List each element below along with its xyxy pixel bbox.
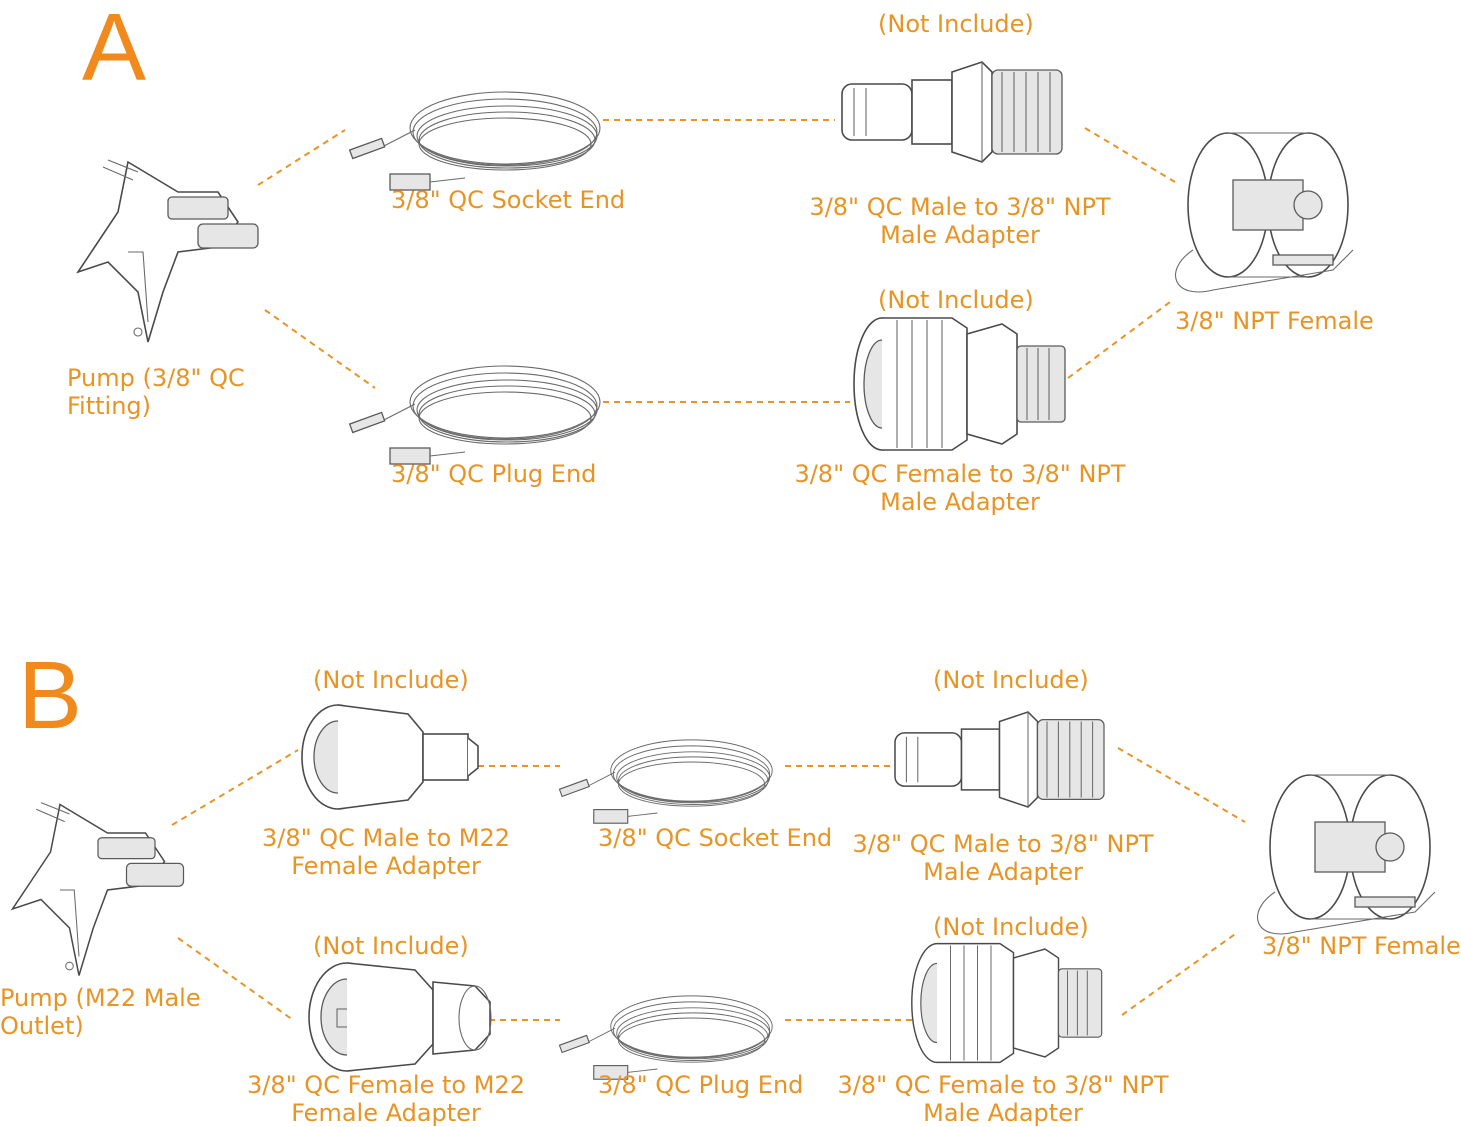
pump-b-illustration [11,801,185,977]
reel-b-illustration [1256,774,1436,935]
female-adapter-b-label: 3/8" QC Female to 3/8" NPT Male Adapter [833,1071,1173,1127]
pump-b-label-line1: Pump (M22 Male [0,984,201,1012]
male-adapter-a-label: 3/8" QC Male to 3/8" NPT Male Adapter [785,193,1135,249]
m22-female-adapter-label-line2: Female Adapter [291,1099,481,1127]
male-adapter-a-illustration [841,61,1063,163]
connector-a-pump-to-plug-hose [264,309,376,389]
connector-a-female-adapter-to-reel [1067,301,1171,379]
socket-hose-a-illustration [349,91,601,191]
connector-a-pump-to-socket-hose [257,129,346,186]
connector-b-pump-to-m22-female [177,937,294,1021]
female-adapter-a-label-line1: 3/8" QC Female to 3/8" NPT [794,460,1126,488]
pump-a-label-line2: Fitting) [67,392,152,420]
pump-a-label-line1: Pump (3/8" QC [67,364,245,392]
m22-male-adapter-label: 3/8" QC Male to M22 Female Adapter [248,824,524,880]
male-adapter-a-label-line2: Male Adapter [880,221,1040,249]
pump-a-label: Pump (3/8" QC Fitting) [67,364,245,420]
male-adapter-b-label-line1: 3/8" QC Male to 3/8" NPT [852,830,1154,858]
section-a-letter: A [82,0,147,101]
socket-hose-a-label: 3/8" QC Socket End [391,186,626,214]
connector-a-male-adapter-to-reel [1084,127,1176,183]
male-adapter-b-label: 3/8" QC Male to 3/8" NPT Male Adapter [846,830,1160,886]
pump-b-label: Pump (M22 Male Outlet) [0,984,201,1040]
m22-male-adapter-label-line1: 3/8" QC Male to M22 [261,824,510,852]
male-adapter-b-label-line2: Male Adapter [923,858,1083,886]
female-adapter-b-illustration [911,942,1103,1064]
plug-hose-a-illustration [349,365,601,465]
m22-female-adapter-label: 3/8" QC Female to M22 Female Adapter [236,1071,536,1127]
pump-b-label-line2: Outlet) [0,1012,84,1040]
connector-b-pump-to-m22-male [171,749,299,826]
female-adapter-b-label-line1: 3/8" QC Female to 3/8" NPT [837,1071,1169,1099]
m22-male-adapter-note: (Not Include) [313,666,469,694]
connector-b-male-adapter-to-reel [1117,747,1246,823]
reel-a-illustration [1174,132,1354,293]
socket-hose-b-illustration [558,739,773,824]
female-adapter-a-label-line2: Male Adapter [880,488,1040,516]
m22-female-adapter-illustration [308,962,492,1072]
pump-a-illustration [77,159,259,343]
male-adapter-a-label-line1: 3/8" QC Male to 3/8" NPT [809,193,1111,221]
plug-hose-b-illustration [558,995,773,1080]
m22-female-adapter-note: (Not Include) [313,932,469,960]
male-adapter-b-note: (Not Include) [933,666,1089,694]
plug-hose-b-label: 3/8" QC Plug End [598,1071,804,1099]
female-adapter-b-label-line2: Male Adapter [923,1099,1083,1127]
m22-male-adapter-illustration [301,704,479,810]
female-adapter-a-label: 3/8" QC Female to 3/8" NPT Male Adapter [772,460,1148,516]
female-adapter-a-illustration [853,317,1066,451]
plug-hose-a-label: 3/8" QC Plug End [391,460,597,488]
female-adapter-b-note: (Not Include) [933,913,1089,941]
male-adapter-b-illustration [894,711,1105,808]
m22-male-adapter-label-line2: Female Adapter [291,852,481,880]
m22-female-adapter-label-line1: 3/8" QC Female to M22 [247,1071,525,1099]
reel-a-label: 3/8" NPT Female [1175,307,1374,335]
section-b-letter: B [18,642,83,749]
connector-b-female-adapter-to-reel [1121,931,1239,1016]
socket-hose-b-label: 3/8" QC Socket End [598,824,833,852]
female-adapter-a-note: (Not Include) [878,286,1034,314]
reel-b-label: 3/8" NPT Female [1262,932,1461,960]
male-adapter-a-note: (Not Include) [878,10,1034,38]
